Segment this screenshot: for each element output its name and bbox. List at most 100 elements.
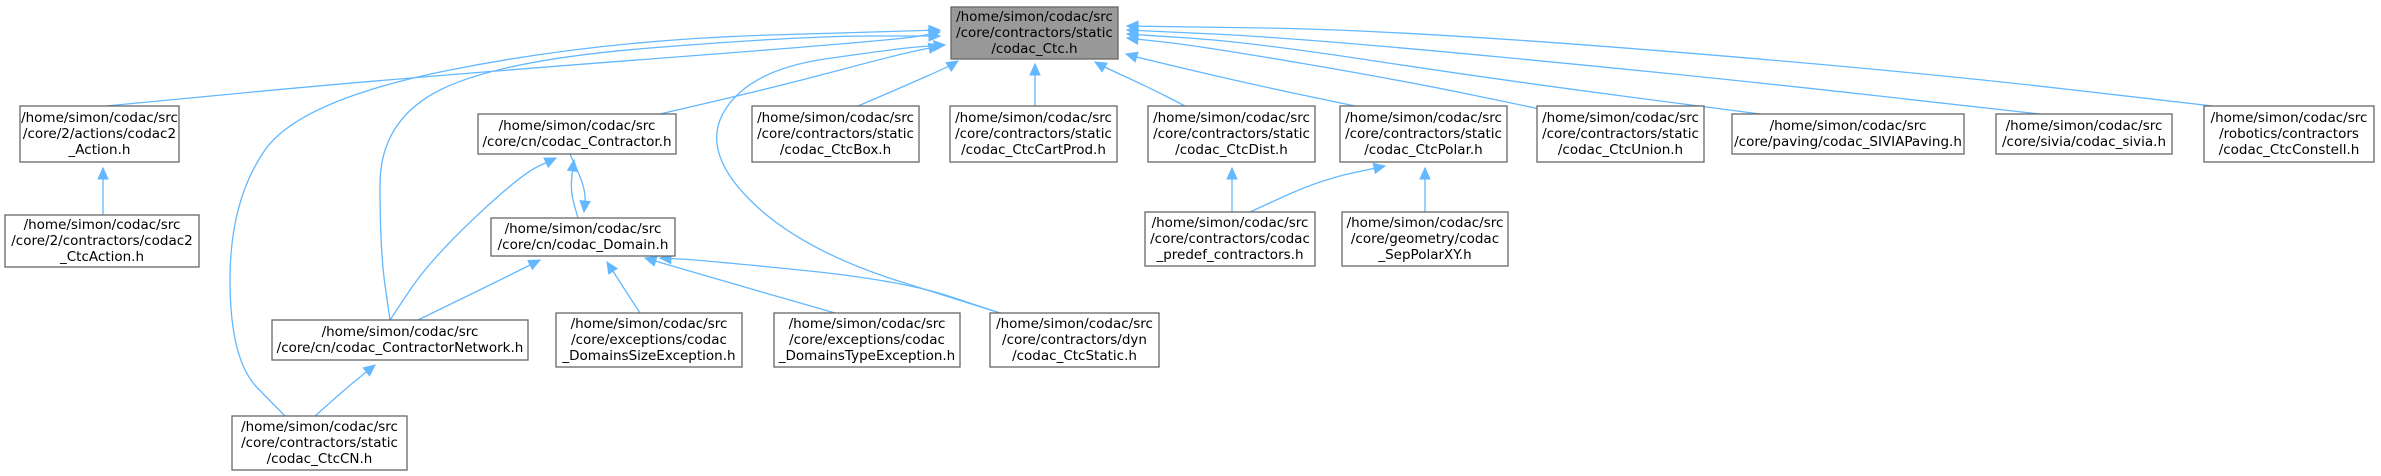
node-label-line: _SepPolarXY.h bbox=[1377, 247, 1471, 263]
node-n-domain[interactable]: /home/simon/codac/src/core/cn/codac_Doma… bbox=[490, 217, 676, 257]
node-box bbox=[1995, 113, 2173, 155]
node-box bbox=[231, 415, 408, 471]
node-box bbox=[4, 214, 200, 268]
node-n-sivia[interactable]: /home/simon/codac/src/core/sivia/codac_s… bbox=[1995, 113, 2173, 155]
node-label-line: /core/paving/codac_SIVIAPaving.h bbox=[1734, 134, 1962, 150]
node-label-line: /core/exceptions/codac bbox=[789, 332, 945, 348]
edge-n_ctcbox-to-root bbox=[857, 60, 960, 107]
arrowhead bbox=[97, 166, 109, 180]
edge-n_ctcpolar-to-root bbox=[1124, 51, 1356, 107]
node-n-ctcstatic[interactable]: /home/simon/codac/src/core/contractors/d… bbox=[989, 312, 1160, 368]
node-label-line: /core/contractors/static bbox=[757, 126, 914, 142]
node-n-action[interactable]: /home/simon/codac/src/core/2/actions/cod… bbox=[19, 105, 180, 163]
node-label-line: /home/simon/codac/src bbox=[1347, 215, 1504, 231]
node-n-ctcaction[interactable]: /home/simon/codac/src/core/2/contractors… bbox=[4, 214, 200, 268]
node-label-line: /core/exceptions/codac bbox=[571, 332, 727, 348]
node-n-cartprod[interactable]: /home/simon/codac/src/core/contractors/s… bbox=[949, 105, 1118, 163]
node-box bbox=[1731, 113, 1965, 155]
node-label-line: /core/cn/codac_ContractorNetwork.h bbox=[277, 340, 524, 356]
node-n-typeexc[interactable]: /home/simon/codac/src/core/exceptions/co… bbox=[773, 312, 961, 368]
node-label-line: /core/contractors/codac bbox=[1150, 231, 1310, 247]
edges-layer bbox=[97, 20, 2231, 417]
node-n-constell[interactable]: /home/simon/codac/src/robotics/contracto… bbox=[2203, 105, 2375, 163]
edge-n_predef-to-n_ctcdist bbox=[1226, 166, 1238, 213]
node-label-line: /home/simon/codac/src bbox=[1345, 110, 1502, 126]
nodes-layer: /home/simon/codac/src/core/contractors/s… bbox=[4, 6, 2375, 471]
node-box bbox=[751, 105, 920, 163]
node-label-line: /home/simon/codac/src bbox=[21, 110, 178, 126]
node-label-line: /core/2/actions/codac2 bbox=[23, 126, 176, 142]
node-label-line: /home/simon/codac/src bbox=[757, 110, 914, 126]
node-n-union[interactable]: /home/simon/codac/src/core/contractors/s… bbox=[1536, 105, 1705, 163]
arrowhead bbox=[1125, 20, 1139, 32]
node-label-line: /codac_CtcConstell.h bbox=[2219, 142, 2360, 158]
node-label-line: /codac_CtcUnion.h bbox=[1558, 142, 1683, 158]
node-label-line: /home/simon/codac/src bbox=[1153, 110, 1310, 126]
edge-n_ctccn-to-root bbox=[229, 24, 942, 417]
arrowhead bbox=[606, 260, 619, 275]
arrowhead bbox=[945, 60, 960, 72]
edge-n_ctcaction-to-n_action bbox=[97, 166, 109, 215]
node-n-ctcpolar[interactable]: /home/simon/codac/src/core/contractors/s… bbox=[1339, 105, 1508, 163]
node-n-ctccn[interactable]: /home/simon/codac/src/core/contractors/s… bbox=[231, 415, 408, 471]
arrowhead bbox=[543, 157, 558, 169]
node-label-line: /codac_CtcDist.h bbox=[1175, 142, 1288, 158]
node-box bbox=[19, 105, 180, 163]
node-box bbox=[490, 217, 676, 257]
node-n-ctcbox[interactable]: /home/simon/codac/src/core/contractors/s… bbox=[751, 105, 920, 163]
node-label-line: _Action.h bbox=[68, 142, 131, 158]
node-label-line: /codac_CtcCartProd.h bbox=[961, 142, 1106, 158]
arrowhead bbox=[1093, 61, 1108, 73]
node-label-line: /core/sivia/codac_sivia.h bbox=[2002, 134, 2166, 150]
arrowhead bbox=[933, 40, 947, 52]
edge-n_ctcstatic-to-root bbox=[716, 40, 1001, 314]
node-box bbox=[477, 113, 677, 155]
node-label-line: /home/simon/codac/src bbox=[956, 9, 1113, 25]
node-box bbox=[989, 312, 1160, 368]
arrowhead bbox=[566, 158, 579, 173]
edge-n_sivia_paving-to-root bbox=[1125, 28, 1761, 115]
node-root[interactable]: /home/simon/codac/src/core/contractors/s… bbox=[950, 6, 1119, 60]
node-label-line: _DomainsSizeException.h bbox=[561, 348, 735, 364]
node-n-sivia-paving[interactable]: /home/simon/codac/src/core/paving/codac_… bbox=[1731, 113, 1965, 155]
edge-n_ctccn-to-n_network bbox=[314, 364, 376, 417]
arrowhead bbox=[1419, 166, 1431, 180]
node-label-line: /core/contractors/static bbox=[1542, 126, 1699, 142]
node-label-line: /core/contractors/static bbox=[241, 435, 398, 451]
node-box bbox=[1144, 211, 1316, 267]
node-n-predef[interactable]: /home/simon/codac/src/core/contractors/c… bbox=[1144, 211, 1316, 267]
node-label-line: /robotics/contractors bbox=[2219, 126, 2359, 142]
node-box bbox=[2203, 105, 2375, 163]
node-box bbox=[555, 312, 743, 368]
node-label-line: _CtcAction.h bbox=[59, 249, 144, 265]
node-box bbox=[949, 105, 1118, 163]
node-label-line: /core/contractors/static bbox=[955, 126, 1112, 142]
node-n-contractor[interactable]: /home/simon/codac/src/core/cn/codac_Cont… bbox=[477, 113, 677, 155]
node-label-line: /home/simon/codac/src bbox=[2006, 118, 2163, 134]
edge-n_sizeexc-to-n_domain bbox=[606, 260, 641, 314]
edge-n_ctcstatic-to-n_domain bbox=[658, 252, 1001, 314]
node-n-sizeexc[interactable]: /home/simon/codac/src/core/exceptions/co… bbox=[555, 312, 743, 368]
node-label-line: /home/simon/codac/src bbox=[24, 217, 181, 233]
node-n-network[interactable]: /home/simon/codac/src/core/cn/codac_Cont… bbox=[271, 319, 529, 361]
node-label-line: /codac_Ctc.h bbox=[991, 41, 1077, 57]
node-label-line: /home/simon/codac/src bbox=[571, 316, 728, 332]
node-label-line: /home/simon/codac/src bbox=[505, 221, 662, 237]
node-label-line: /codac_CtcPolar.h bbox=[1364, 142, 1483, 158]
arrowhead bbox=[1124, 51, 1139, 63]
node-label-line: /codac_CtcCN.h bbox=[267, 451, 373, 467]
edge-n_constell-to-root bbox=[1125, 20, 2231, 109]
arrowhead bbox=[1029, 62, 1041, 76]
node-n-ctcdist[interactable]: /home/simon/codac/src/core/contractors/s… bbox=[1147, 105, 1316, 163]
arrowhead bbox=[362, 364, 376, 377]
arrowhead bbox=[579, 200, 591, 214]
node-box bbox=[271, 319, 529, 361]
arrowhead bbox=[643, 255, 658, 267]
edge-n_action-to-root bbox=[105, 28, 942, 107]
node-label-line: /home/simon/codac/src bbox=[322, 324, 479, 340]
node-label-line: /core/cn/codac_Contractor.h bbox=[482, 134, 671, 150]
edge-n_contractor-to-root bbox=[659, 42, 942, 115]
node-label-line: _DomainsTypeException.h bbox=[778, 348, 955, 364]
arrowhead bbox=[1372, 162, 1387, 175]
node-n-seppolar[interactable]: /home/simon/codac/src/core/geometry/coda… bbox=[1341, 211, 1509, 267]
